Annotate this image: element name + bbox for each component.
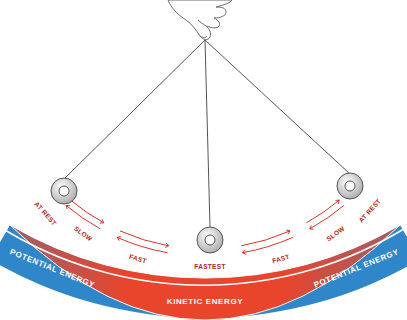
motion-arrow xyxy=(306,200,339,223)
speed-label: FAST xyxy=(271,252,290,264)
speed-label: FASTEST xyxy=(194,263,225,270)
motion-arrows xyxy=(66,200,344,254)
motion-arrow xyxy=(71,200,104,223)
motion-arrow xyxy=(120,231,169,248)
speed-label: FAST xyxy=(128,252,147,264)
speed-label: SLOW xyxy=(325,224,346,242)
motion-arrow xyxy=(117,237,167,253)
hand xyxy=(168,0,232,40)
strings xyxy=(64,40,350,227)
speed-label: AT REST xyxy=(358,197,383,224)
motion-arrow xyxy=(241,230,290,246)
motion-arrow xyxy=(243,237,293,254)
motion-arrow xyxy=(66,205,100,228)
energy-band-label: KINETIC ENERGY xyxy=(165,296,245,307)
bobs xyxy=(51,173,363,253)
band-text: KINETIC ENERGY xyxy=(167,297,243,306)
potential-band xyxy=(0,225,407,318)
speed-label: SLOW xyxy=(73,224,94,242)
speed-label: AT REST xyxy=(34,200,59,227)
